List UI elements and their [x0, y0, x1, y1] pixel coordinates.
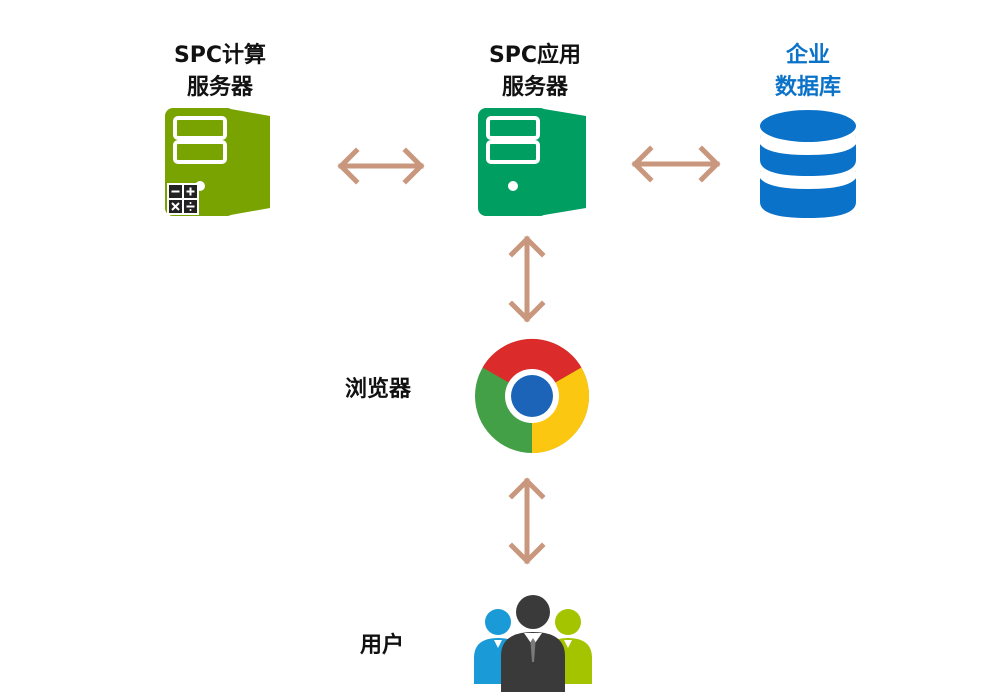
database-icon — [758, 108, 858, 220]
arrow-browser-to-users — [507, 476, 547, 566]
calculator-server-icon — [165, 108, 275, 218]
server-icon — [478, 108, 588, 218]
calc-server-label-line2: 服务器 — [186, 75, 253, 100]
users-group-icon — [472, 592, 594, 692]
calc-server-label-line1: SPC计算 — [173, 43, 267, 68]
database-label-line1: 企业 — [785, 43, 830, 68]
calc-server-label: SPC计算 服务器 — [160, 40, 280, 104]
chrome-browser-icon — [474, 338, 590, 454]
app-server-label-line1: SPC应用 — [488, 43, 582, 68]
browser-label: 浏览器 — [345, 377, 412, 402]
arrow-app-to-browser — [507, 234, 547, 324]
database-label: 企业 数据库 — [748, 40, 868, 104]
database-label-line2: 数据库 — [774, 75, 841, 100]
arrow-app-to-database — [630, 144, 722, 184]
app-server-label: SPC应用 服务器 — [475, 40, 595, 104]
arrow-calc-to-app — [336, 146, 426, 186]
app-server-label-line2: 服务器 — [501, 75, 568, 100]
users-label: 用户 — [360, 633, 405, 658]
